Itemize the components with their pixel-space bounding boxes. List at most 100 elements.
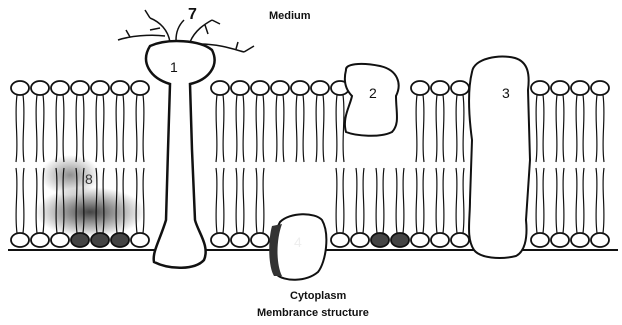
lipid-tail <box>563 95 564 162</box>
lipid-tail <box>596 168 597 233</box>
lipid-tail <box>223 168 224 233</box>
lipid-tail <box>596 95 597 162</box>
lipid-tail <box>576 168 577 233</box>
lipid-head-inner <box>531 233 549 247</box>
lipid-head-outer <box>531 81 549 95</box>
lipid-tail <box>223 95 224 162</box>
lipid-tail <box>583 95 584 162</box>
lipid-head-outer <box>91 81 109 95</box>
lipid-tail <box>603 168 604 233</box>
lipid-tail <box>16 168 17 233</box>
lipid-head-outer <box>111 81 129 95</box>
lipid-tail <box>263 168 264 233</box>
lipid-head-inner <box>551 233 569 247</box>
label-7: 7 <box>188 6 197 24</box>
lipid-tail <box>236 95 237 162</box>
lipid-tail <box>463 168 464 233</box>
label-8: 8 <box>85 171 93 187</box>
lipid-tail <box>336 168 337 233</box>
lipid-head-outer <box>291 81 309 95</box>
lipid-tail <box>103 95 104 162</box>
lipid-head-outer <box>311 81 329 95</box>
lipid-tail <box>416 95 417 162</box>
protein-3-integral <box>469 57 530 258</box>
lipid-tail <box>243 95 244 162</box>
lipid-tail <box>436 95 437 162</box>
lipid-head-inner <box>571 233 589 247</box>
lipid-tail <box>23 168 24 233</box>
lipid-tail <box>43 95 44 162</box>
label-2: 2 <box>369 85 377 101</box>
lipid-tail <box>416 168 417 233</box>
lipid-tail <box>443 168 444 233</box>
lipid-tail <box>236 168 237 233</box>
lipid-head-outer <box>251 81 269 95</box>
lipid-tail <box>216 168 217 233</box>
lipid-tail <box>256 95 257 162</box>
medium-label: Medium <box>269 10 311 22</box>
lipid-head-inner <box>411 233 429 247</box>
shading-patch <box>35 187 145 237</box>
lipid-head-outer <box>411 81 429 95</box>
lipid-head-inner <box>451 233 469 247</box>
lipid-tail <box>456 95 457 162</box>
lipid-head-inner <box>51 233 69 247</box>
lipid-tail <box>603 95 604 162</box>
lipid-head-outer <box>431 81 449 95</box>
lipid-tail <box>63 95 64 162</box>
lipid-head-outer <box>51 81 69 95</box>
lipid-head-inner <box>31 233 49 247</box>
lipid-tail <box>443 95 444 162</box>
lipid-head-inner <box>431 233 449 247</box>
lipid-tail <box>343 95 344 162</box>
lipid-tail <box>243 168 244 233</box>
label-4: 4 <box>294 234 302 250</box>
lipid-tail <box>436 168 437 233</box>
lipid-tail <box>256 168 257 233</box>
lipid-tail <box>563 168 564 233</box>
lipid-tail <box>36 95 37 162</box>
lipid-head-inner <box>11 233 29 247</box>
lipid-tail <box>403 168 404 233</box>
lipid-tail <box>536 168 537 233</box>
lipid-tail <box>376 168 377 233</box>
lipid-tail <box>543 168 544 233</box>
lipid-tail <box>583 168 584 233</box>
lipid-tail <box>96 95 97 162</box>
lipid-head-outer <box>211 81 229 95</box>
lipid-tail <box>116 95 117 162</box>
lipid-tail <box>283 95 284 162</box>
lipid-head-outer <box>231 81 249 95</box>
lipid-head-inner <box>111 233 129 247</box>
lipid-tail <box>536 95 537 162</box>
lipid-head-inner <box>71 233 89 247</box>
lipid-head-inner <box>591 233 609 247</box>
lipid-tail <box>576 95 577 162</box>
lipid-tail <box>296 95 297 162</box>
lipid-tail <box>56 95 57 162</box>
label-3: 3 <box>502 85 510 101</box>
lipid-tail <box>463 95 464 162</box>
lipid-tail <box>556 168 557 233</box>
lipid-head-inner <box>251 233 269 247</box>
lipid-tail <box>343 168 344 233</box>
lipid-tail <box>263 95 264 162</box>
lipid-head-outer <box>571 81 589 95</box>
lipid-tail <box>276 95 277 162</box>
diagram-caption: Membrance structure <box>257 307 369 319</box>
lipid-head-inner <box>231 233 249 247</box>
lipid-tail <box>396 168 397 233</box>
lipid-head-outer <box>31 81 49 95</box>
protein-1-channel <box>146 41 214 268</box>
lipid-tail <box>303 95 304 162</box>
lipid-tail <box>123 95 124 162</box>
lipid-tail <box>23 95 24 162</box>
lipid-tail <box>556 95 557 162</box>
lipid-head-inner <box>391 233 409 247</box>
lipid-head-outer <box>71 81 89 95</box>
lipid-tail <box>543 95 544 162</box>
lipid-head-inner <box>211 233 229 247</box>
lipid-head-inner <box>371 233 389 247</box>
lipid-tail <box>136 95 137 162</box>
